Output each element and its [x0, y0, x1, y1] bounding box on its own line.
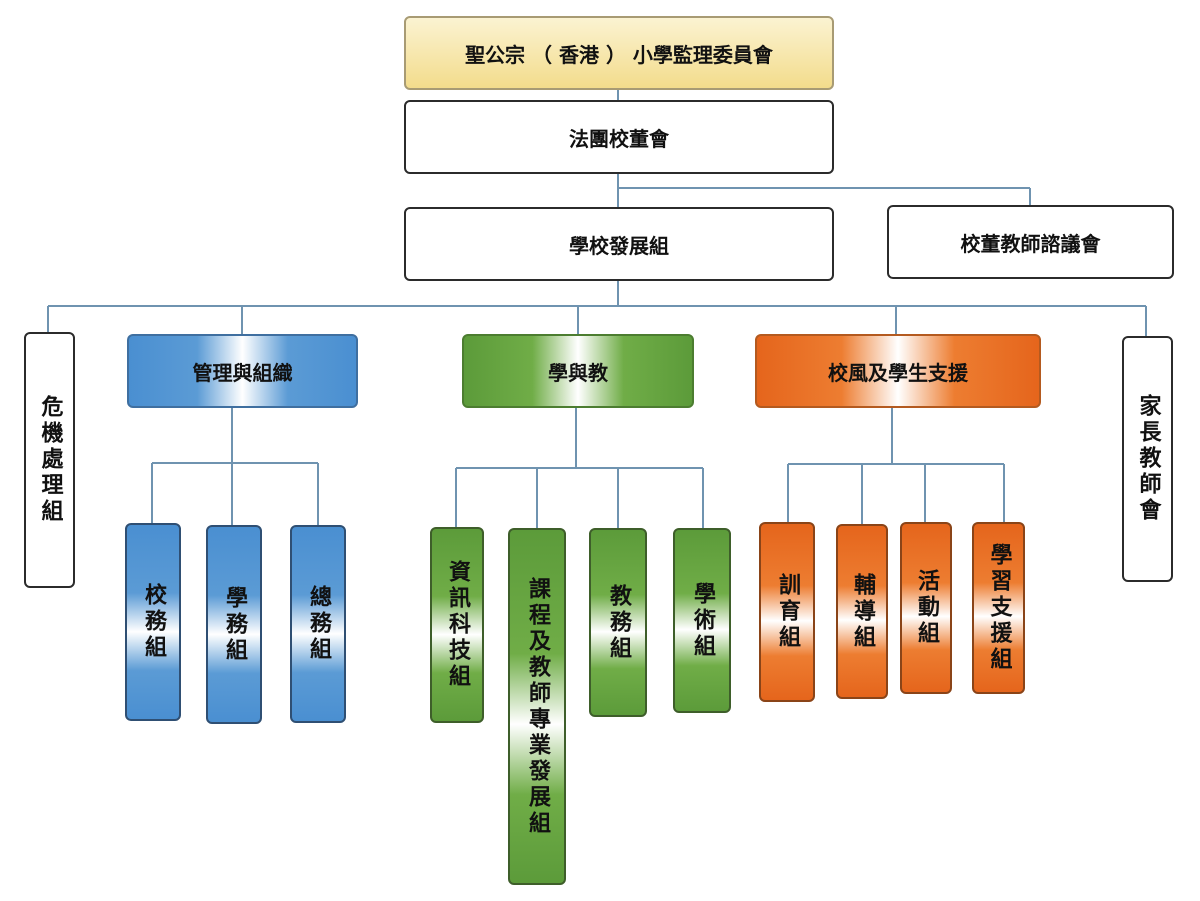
- group-general-affairs-label: 總務組: [306, 585, 331, 663]
- branch-management: 管理與組織: [127, 334, 358, 408]
- dev-group-box: 學校發展組: [404, 207, 834, 281]
- group-learning-support: 學習支援組: [972, 522, 1025, 694]
- group-teaching-affairs-label: 教務組: [606, 583, 631, 662]
- pta-label: 家長教師會: [1135, 394, 1161, 524]
- group-it: 資訊科技組: [430, 527, 484, 723]
- supervisory-committee-box: 聖公宗 （ 香港 ） 小學監理委員會: [404, 16, 834, 90]
- group-school-affairs: 校務組: [125, 523, 181, 721]
- branch-learning-teaching-label: 學與教: [548, 360, 608, 385]
- group-curriculum-label: 課程及教師專業發展組: [525, 576, 550, 837]
- crisis-group-box: 危機處理組: [24, 332, 75, 588]
- supervisory-committee-label: 聖公宗 （ 香港 ） 小學監理委員會: [465, 42, 773, 67]
- group-general-affairs: 總務組: [290, 525, 346, 723]
- group-activities-label: 活動組: [914, 569, 939, 647]
- dev-group-label: 學校發展組: [569, 233, 669, 258]
- group-teaching-affairs: 教務組: [589, 528, 647, 717]
- branch-learning-teaching: 學與教: [462, 334, 694, 408]
- branch-student-support-label: 校風及學生支援: [828, 360, 968, 385]
- board-box: 法團校董會: [404, 100, 834, 174]
- group-academic-affairs-label: 學務組: [222, 585, 247, 664]
- council-label: 校董教師諮議會: [960, 231, 1101, 256]
- group-discipline: 訓育組: [759, 522, 815, 702]
- group-school-affairs-label: 校務組: [141, 583, 166, 661]
- branch-student-support: 校風及學生支援: [755, 334, 1041, 408]
- group-academic-label: 學術組: [690, 581, 715, 660]
- group-discipline-label: 訓育組: [775, 573, 800, 651]
- pta-box: 家長教師會: [1122, 336, 1173, 582]
- group-academic-affairs: 學務組: [206, 525, 262, 724]
- group-learning-support-label: 學習支援組: [986, 543, 1012, 673]
- group-guidance: 輔導組: [836, 524, 888, 699]
- group-activities: 活動組: [900, 522, 952, 694]
- group-academic: 學術組: [673, 528, 731, 713]
- group-guidance-label: 輔導組: [850, 572, 875, 651]
- crisis-group-label: 危機處理組: [37, 395, 63, 525]
- branch-management-label: 管理與組織: [192, 360, 293, 385]
- group-curriculum: 課程及教師專業發展組: [508, 528, 566, 885]
- group-it-label: 資訊科技組: [445, 560, 470, 690]
- board-label: 法團校董會: [569, 126, 669, 151]
- council-box: 校董教師諮議會: [887, 205, 1174, 279]
